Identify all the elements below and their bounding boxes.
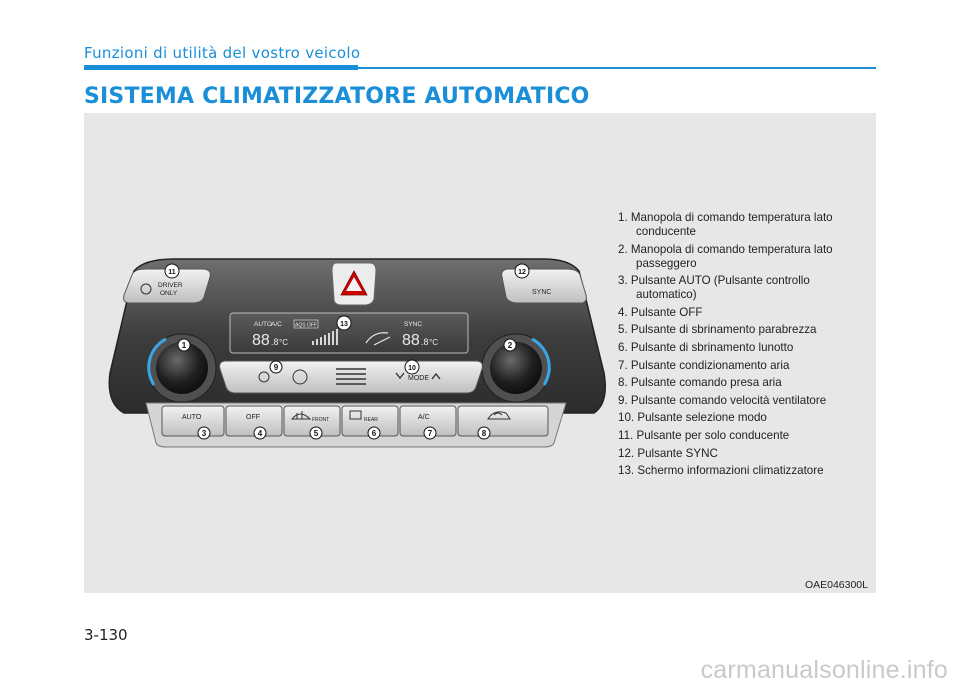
watermark: carmanualsonline.info — [700, 656, 948, 684]
header-rule-thick — [84, 65, 358, 70]
callout-6: 6 — [367, 426, 381, 440]
display-sync: SYNC — [404, 321, 422, 328]
svg-text:6: 6 — [372, 429, 377, 438]
page-title: SISTEMA CLIMATIZZATORE AUTOMATICO — [84, 84, 590, 109]
fan-icon — [140, 283, 152, 295]
driver-knob-blue-arc — [147, 337, 167, 386]
passenger-temp-knob[interactable] — [481, 333, 551, 403]
rear-label: REAR — [364, 417, 378, 423]
figure: DRIVER ONLY SYNC AUTO A/C AQS OFF SYNC 8… — [84, 113, 876, 593]
svg-text:7: 7 — [428, 429, 433, 438]
callout-7: 7 — [423, 426, 437, 440]
front-label: FRONT — [312, 417, 329, 423]
auto-label: AUTO — [182, 414, 202, 421]
callout-8: 8 — [477, 426, 491, 440]
fan-mode-rocker[interactable]: MODE — [219, 360, 483, 394]
display-aqs-off: AQS OFF — [295, 323, 317, 329]
callout-10: 10 — [404, 359, 420, 375]
callout-1: 1 — [177, 338, 191, 352]
legend-item: 1. Manopola di comando temperatura lato … — [618, 211, 833, 238]
legend-item: 10. Pulsante selezione modo — [618, 411, 767, 425]
display-temp-right-dec: .8 — [421, 337, 429, 347]
svg-text:13: 13 — [340, 321, 348, 328]
legend-item: 4. Pulsante OFF — [618, 305, 703, 319]
fan-level-bars — [312, 329, 338, 345]
legend-item: 2. Manopola di comando temperatura lato … — [618, 242, 833, 270]
callout-3: 3 — [197, 426, 211, 440]
svg-text:12: 12 — [518, 269, 526, 276]
display-unit-left: °C — [279, 338, 288, 347]
legend-item: 12. Pulsante SYNC — [618, 446, 718, 460]
svg-text:5: 5 — [314, 429, 319, 438]
driver-temp-knob[interactable] — [147, 333, 217, 403]
ac-label: A/C — [418, 414, 430, 421]
callout-2: 2 — [503, 338, 517, 352]
section-header: Funzioni di utilità del vostro veicolo — [84, 44, 361, 62]
svg-text:1: 1 — [182, 341, 187, 350]
page-number: 3-130 — [84, 626, 128, 644]
fan-small-icon — [258, 371, 270, 383]
svg-text:4: 4 — [258, 429, 263, 438]
hazard-button[interactable] — [331, 262, 377, 306]
center-vent-grille — [336, 368, 366, 385]
svg-text:2: 2 — [508, 341, 513, 350]
legend-item: 6. Pulsante di sbrinamento lunotto — [618, 340, 794, 354]
passenger-knob-blue-arc — [531, 337, 551, 386]
seat-airflow-icon — [365, 332, 391, 346]
driver-only-label-line1: DRIVER — [158, 282, 183, 289]
auto-button[interactable]: AUTO — [161, 405, 225, 437]
climate-control-panel: DRIVER ONLY SYNC AUTO A/C AQS OFF SYNC 8… — [108, 258, 606, 448]
header-rule-thin — [358, 67, 876, 69]
figure-code: OAE046300L — [804, 579, 868, 591]
legend-item: 7. Pulsante condizionamento aria — [618, 358, 790, 372]
sync-label: SYNC — [532, 289, 551, 296]
callout-12: 12 — [514, 263, 530, 279]
svg-text:11: 11 — [168, 269, 176, 276]
display-ac: A/C — [271, 321, 282, 328]
display-auto: AUTO — [254, 321, 272, 328]
display-temp-left: 88 — [252, 332, 270, 349]
off-label: OFF — [246, 414, 260, 421]
display-unit-right: °C — [429, 338, 438, 347]
svg-text:3: 3 — [202, 429, 207, 438]
rear-defrost-icon — [349, 410, 362, 420]
driver-only-button[interactable]: DRIVER ONLY — [123, 268, 211, 304]
svg-text:9: 9 — [274, 363, 279, 372]
legend-item: 9. Pulsante comando velocità ventilatore — [618, 393, 827, 407]
legend-item: 11. Pulsante per solo conducente — [618, 428, 790, 442]
car-recirculation-icon — [487, 411, 511, 420]
callouts: 1 2 3 4 5 6 7 — [164, 263, 530, 440]
callout-11: 11 — [164, 263, 180, 279]
callout-4: 4 — [253, 426, 267, 440]
sync-button[interactable]: SYNC — [501, 268, 587, 304]
off-button[interactable]: OFF — [225, 405, 283, 437]
chevron-up-icon — [431, 372, 441, 380]
climate-info-display: AUTO A/C AQS OFF SYNC 88 .8 °C 88 .8 °C — [229, 312, 469, 354]
fan-large-icon — [292, 369, 308, 385]
display-temp-right: 88 — [402, 332, 420, 349]
svg-text:10: 10 — [408, 365, 416, 372]
rear-defrost-button[interactable]: REAR — [341, 405, 399, 437]
driver-only-label-line2: ONLY — [160, 290, 178, 297]
display-temp-left-dec: .8 — [271, 337, 279, 347]
ac-button[interactable]: A/C — [399, 405, 457, 437]
svg-text:8: 8 — [482, 429, 487, 438]
callout-5: 5 — [309, 426, 323, 440]
figure-legend: 1. Manopola di comando temperatura lato … — [618, 211, 868, 482]
mode-label: MODE — [408, 375, 429, 382]
callout-9: 9 — [269, 360, 283, 374]
front-defrost-icon — [290, 411, 312, 420]
legend-item: 8. Pulsante comando presa aria — [618, 376, 782, 390]
chevron-down-icon — [395, 372, 405, 380]
air-intake-button[interactable] — [457, 405, 549, 437]
lower-buttons: AUTO OFF FRONT REAR A/C — [161, 405, 549, 437]
legend-item: 5. Pulsante di sbrinamento parabrezza — [618, 323, 817, 337]
legend-item: 3. Pulsante AUTO (Pulsante controllo aut… — [618, 274, 810, 302]
legend-item: 13. Schermo informazioni climatizzatore — [618, 464, 824, 478]
callout-13: 13 — [336, 315, 352, 331]
